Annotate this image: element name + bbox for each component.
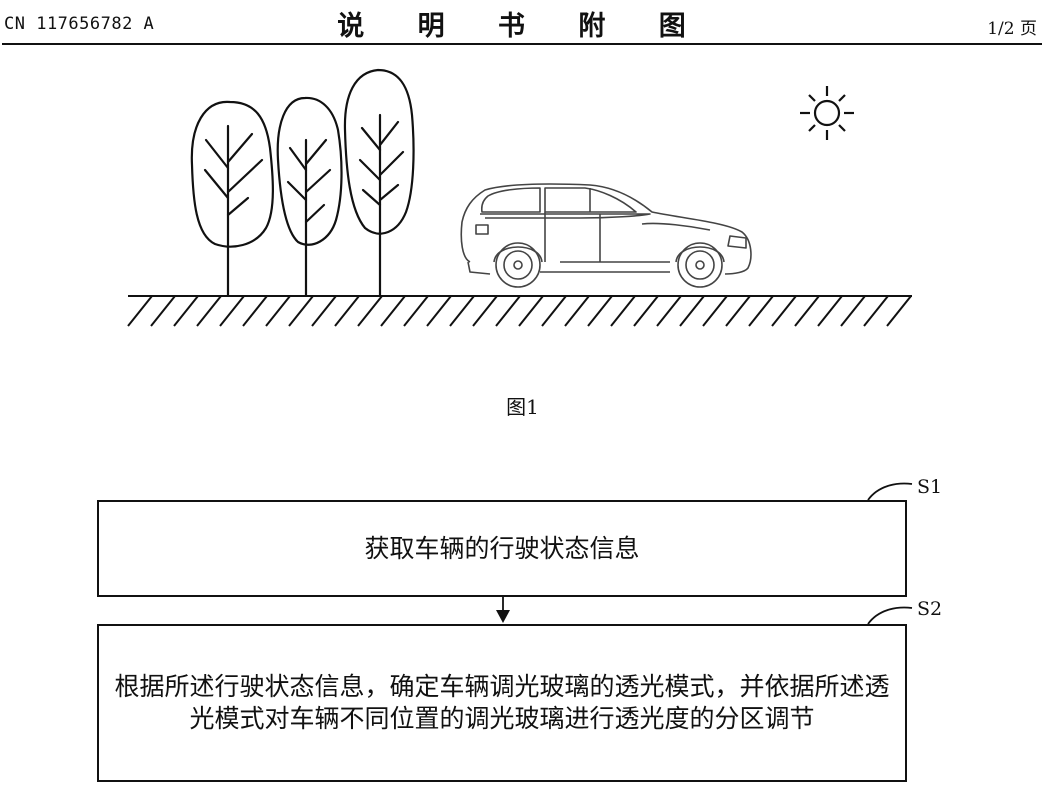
ground-hatch-line [288,295,314,327]
ground-hatch-line [794,295,820,327]
ground-hatch-line [679,295,705,327]
ground-hatch-line [403,295,429,327]
ground-hatch-line [886,295,912,327]
tree-3 [343,68,415,297]
step-label-s2: S2 [917,598,943,620]
ground-hatch-line [150,295,176,327]
ground-hatch-line [610,295,636,327]
ground-hatch-line [173,295,199,327]
s2-leader-line [867,606,913,625]
step-text-s1: 获取车辆的行驶状态信息 [364,533,640,563]
header-rule [2,43,1042,45]
ground-hatch-line [357,295,383,327]
ground-hatch-line [771,295,797,327]
figure-1-caption: 图1 [506,395,539,419]
step-box-s1: 获取车辆的行驶状态信息 [97,500,907,597]
step-box-s2: 根据所述行驶状态信息，确定车辆调光玻璃的透光模式，并依据所述透光模式对车辆不同位… [97,624,907,782]
ground-hatch-line [472,295,498,327]
ground-hatch-line [334,295,360,327]
ground-hatch-line [449,295,475,327]
ground-hatch-line [380,295,406,327]
tree-1 [190,100,274,297]
sun-icon [800,86,854,140]
document-title: 说 明 书 附 图 [337,11,708,42]
step-text-s2: 根据所述行驶状态信息，确定车辆调光玻璃的透光模式，并依据所述透光模式对车辆不同位… [114,672,890,733]
s1-to-s2-arrowhead [496,610,510,623]
ground-hatch-line [518,295,544,327]
hatched-ground [127,295,912,327]
ground-hatch-line [863,295,889,327]
ground-hatch-line [564,295,590,327]
ground-hatch-line [817,295,843,327]
page-number: 1/2 页 [987,19,1037,39]
ground-hatch-line [840,295,866,327]
ground-hatch-line [426,295,452,327]
ground-hatch-line [633,295,659,327]
ground-hatch-line [196,295,222,327]
ground-hatch-line [219,295,245,327]
ground-hatch-line [656,295,682,327]
ground-hatch-line [725,295,751,327]
ground-hatch-line [495,295,521,327]
tree-2 [276,96,343,297]
ground-hatch-line [265,295,291,327]
ground-hatch-line [311,295,337,327]
ground-hatch-line [587,295,613,327]
ground-hatch-line [541,295,567,327]
step-label-s1: S1 [917,476,943,498]
ground-hatch-line [242,295,268,327]
ground-hatch-line [748,295,774,327]
s1-leader-line [867,482,913,501]
page-header: CN 117656782 A 说 明 书 附 图 1/2 页 [0,0,1045,45]
publication-number: CN 117656782 A [4,14,155,34]
ground-hatch-line [127,295,153,327]
ground-hatch-line [702,295,728,327]
flowchart-connectors [496,482,913,625]
figure-1-illustration [127,68,912,327]
car [460,183,752,288]
